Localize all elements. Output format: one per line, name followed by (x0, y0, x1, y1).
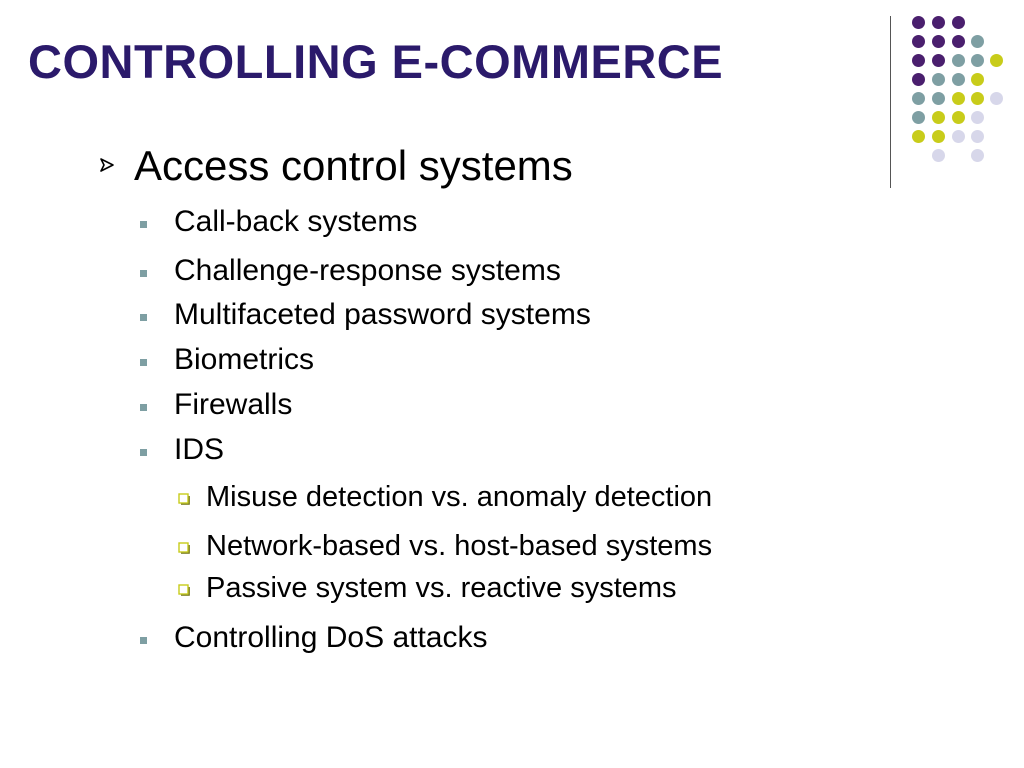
dot-yellow (952, 111, 965, 124)
bullet-level3-text: Misuse detection vs. anomaly detection (206, 481, 713, 513)
hollow-box-bullet-svg (178, 542, 190, 554)
dot-purple (952, 16, 965, 29)
dot-purple (932, 54, 945, 67)
dot-teal (971, 35, 984, 48)
arrow-bullet-icon (98, 156, 116, 174)
dot-lavender (952, 130, 965, 143)
arrow-bullet-svg (100, 158, 114, 172)
bullet-level2-text: Firewalls (174, 388, 293, 421)
dot-lavender (990, 92, 1003, 105)
bullet-level1-text: Access control systems (134, 142, 573, 189)
dot-purple (932, 16, 945, 29)
dot-yellow (932, 111, 945, 124)
dot-teal (912, 111, 925, 124)
bullet-level2-text: Call-back systems (174, 205, 418, 238)
bullet-level2-text: Multifaceted password systems (174, 298, 591, 331)
dot-teal (952, 73, 965, 86)
dot-yellow (952, 92, 965, 105)
square-bullet-icon (140, 449, 147, 456)
dot-lavender (971, 111, 984, 124)
dot-yellow (912, 130, 925, 143)
bullet-level2-text: Controlling DoS attacks (174, 621, 488, 654)
dot-purple (912, 54, 925, 67)
dot-purple (932, 35, 945, 48)
dot-teal (952, 54, 965, 67)
vertical-divider (890, 16, 891, 188)
bullet-level2-text: IDS (174, 433, 225, 466)
hollow-box-bullet-svg (178, 584, 190, 596)
dot-yellow (971, 73, 984, 86)
bullet-level2-text: Challenge-response systems (174, 254, 561, 287)
dot-lavender (932, 149, 945, 162)
dot-yellow (971, 92, 984, 105)
bullet-level3-text: Passive system vs. reactive systems (206, 572, 677, 604)
hollow-box-bullet-icon (178, 583, 190, 596)
dot-teal (932, 73, 945, 86)
square-bullet-icon (140, 404, 147, 411)
dot-purple (952, 35, 965, 48)
slide-title: CONTROLLING E-COMMERCE (28, 35, 724, 88)
dot-purple (912, 73, 925, 86)
hollow-box-bullet-icon (178, 492, 190, 505)
dot-yellow (932, 130, 945, 143)
bullet-level2-text: Biometrics (174, 343, 315, 376)
dot-teal (971, 54, 984, 67)
bullet-level3-text: Network-based vs. host-based systems (206, 530, 713, 562)
hollow-box-bullet-icon (178, 541, 190, 554)
dot-teal (912, 92, 925, 105)
dot-purple (912, 16, 925, 29)
dot-lavender (971, 149, 984, 162)
square-bullet-icon (140, 359, 147, 366)
square-bullet-icon (140, 270, 147, 277)
dot-purple (912, 35, 925, 48)
hollow-box-bullet-svg (178, 493, 190, 505)
dot-teal (932, 92, 945, 105)
square-bullet-icon (140, 637, 147, 644)
square-bullet-icon (140, 221, 147, 228)
dot-lavender (971, 130, 984, 143)
dot-yellow (990, 54, 1003, 67)
square-bullet-icon (140, 314, 147, 321)
